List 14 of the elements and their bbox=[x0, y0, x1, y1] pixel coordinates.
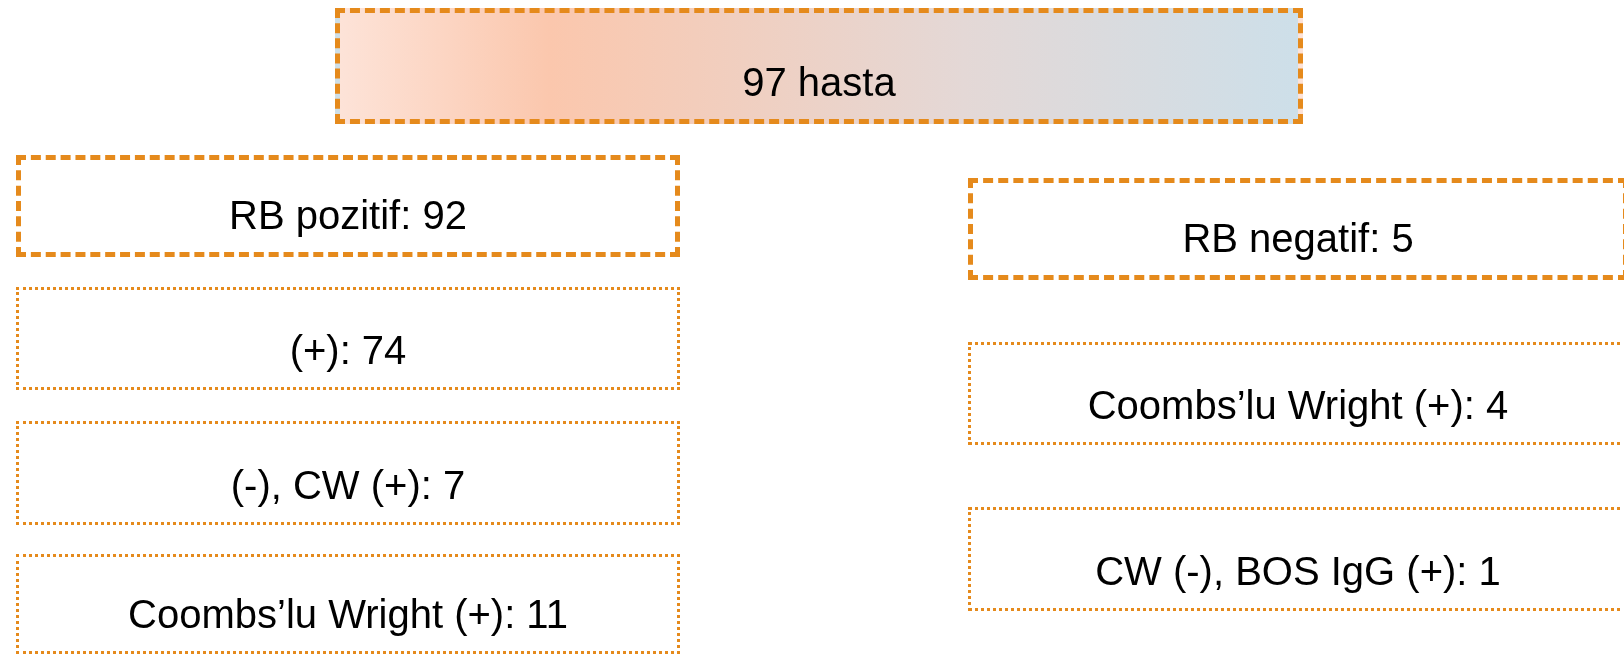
result-box bbox=[968, 178, 1624, 280]
box-label: RB pozitif: 92 bbox=[229, 193, 467, 238]
box-label: RB negatif: 5 bbox=[1182, 216, 1414, 261]
box-label: CW (-), BOS IgG (+): 1 bbox=[1095, 549, 1501, 594]
result-box bbox=[16, 554, 680, 654]
box-label: (-), CW (+): 7 bbox=[230, 463, 466, 508]
box-label: Coombs’lu Wright (+): 4 bbox=[1087, 383, 1509, 428]
box-label: Coombs’lu Wright (+): 11 bbox=[128, 592, 568, 637]
result-box bbox=[16, 155, 680, 257]
box-label: (+): 74 bbox=[289, 328, 407, 373]
box-label: 97 hasta bbox=[742, 60, 896, 105]
header-box bbox=[335, 8, 1303, 124]
result-box bbox=[16, 287, 680, 390]
result-box bbox=[16, 421, 680, 525]
